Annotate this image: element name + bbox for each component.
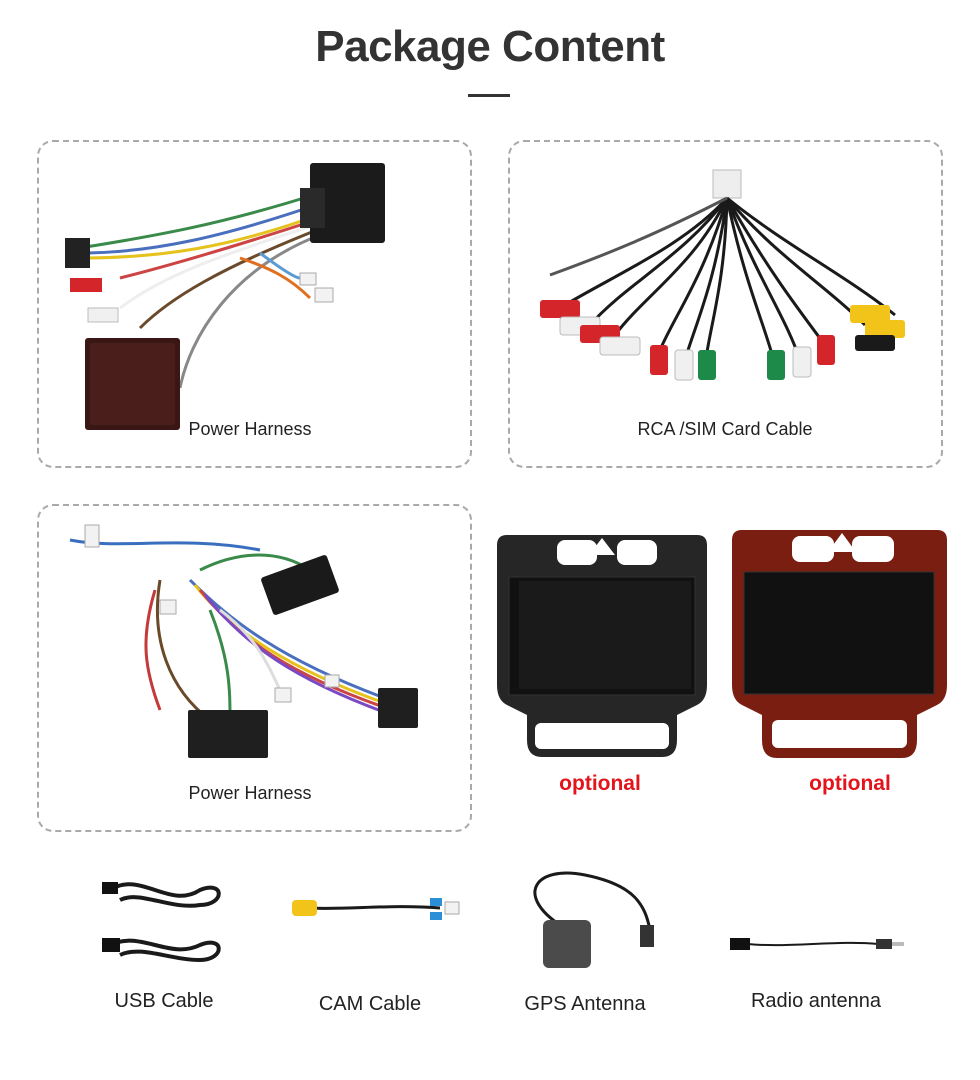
- cam-cable-label: CAM Cable: [318, 993, 422, 1015]
- usb-cable-label: USB Cable: [114, 990, 214, 1012]
- power-harness-panel-1: [37, 140, 472, 468]
- radio-antenna-image: [730, 938, 904, 950]
- frame-black-image: [497, 535, 707, 757]
- power-harness-panel-2: [37, 504, 472, 832]
- title-underline: [468, 94, 510, 97]
- power-harness-1-label: Power Harness: [188, 419, 312, 439]
- power-harness-2-image: [69, 524, 418, 758]
- page-title: Package Content: [315, 22, 665, 71]
- frame-wood-image: [732, 530, 947, 758]
- gps-antenna-image: [533, 871, 654, 968]
- rca-sim-cable-image: [540, 169, 905, 381]
- power-harness-1-image: [65, 163, 385, 430]
- rca-sim-cable-label: RCA /SIM Card Cable: [637, 419, 813, 439]
- frame-black-optional-tag: optional: [559, 772, 641, 795]
- power-harness-2-label: Power Harness: [188, 783, 312, 803]
- frame-wood-optional-tag: optional: [809, 772, 891, 795]
- gps-antenna-label: GPS Antenna: [524, 993, 646, 1015]
- rca-sim-cable-panel: [508, 140, 943, 468]
- cam-cable-image: [292, 898, 460, 920]
- usb-cable-image: [102, 882, 221, 963]
- radio-antenna-label: Radio antenna: [750, 990, 882, 1012]
